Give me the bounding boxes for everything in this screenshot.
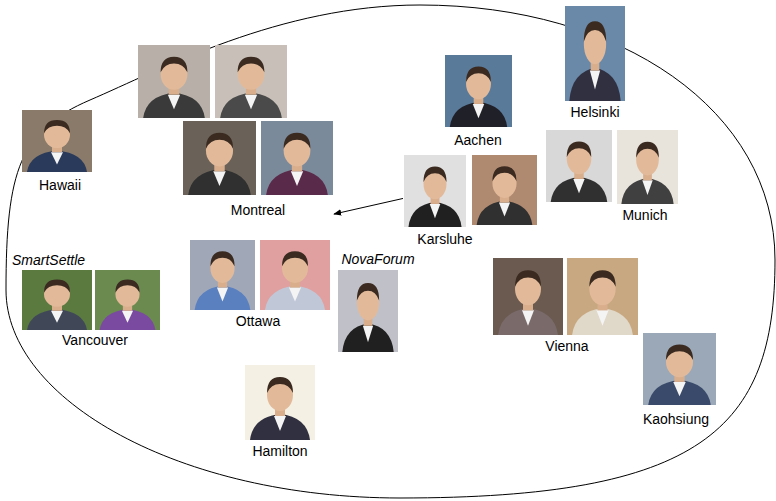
photo-ground [190, 240, 255, 310]
portrait [190, 240, 255, 310]
person-figure [477, 166, 533, 225]
product-name: SmartSettle [12, 252, 85, 268]
person-figure [143, 57, 205, 118]
person-figure [408, 167, 461, 227]
person-figure [188, 133, 251, 195]
city-group: Ottawa [189, 239, 332, 331]
person-figure [621, 142, 673, 204]
portrait [183, 121, 256, 195]
portrait [643, 333, 716, 405]
link-arrow [334, 198, 403, 214]
city-label: Vienna [545, 338, 588, 354]
city-label: Vancouver [62, 332, 128, 348]
city-label: Aachen [454, 132, 501, 148]
portrait [617, 130, 678, 204]
portrait [404, 155, 466, 227]
city-group: Kaohsiung [641, 332, 718, 430]
product-name: NovaForum [341, 251, 414, 267]
city-group: Hawaii [22, 110, 94, 196]
photo-ground [261, 121, 333, 195]
person-figure [569, 21, 620, 101]
city-label: Hamilton [252, 443, 307, 459]
photo-ground [260, 240, 330, 310]
portrait [22, 270, 92, 330]
person-figure [27, 280, 87, 330]
city-label: Karsluhe [417, 231, 472, 247]
person-figure [100, 280, 156, 330]
city-label: Kaohsiung [643, 411, 709, 427]
city-group: Vienna [492, 257, 640, 356]
city-label: Montreal [231, 202, 285, 218]
photo-ground [22, 270, 92, 330]
city-group: Hamilton [244, 364, 316, 461]
city-group: NovaForum [335, 248, 419, 354]
person-figure [220, 57, 282, 118]
city-group: Montreal [138, 45, 334, 220]
city-group: Karsluhe [403, 154, 539, 249]
person-figure [498, 270, 558, 335]
person-figure [27, 120, 87, 172]
portrait [22, 110, 92, 172]
photo-ground [245, 365, 315, 440]
city-group: Helsinki [563, 4, 627, 122]
portrait [245, 365, 315, 440]
photo-ground [567, 258, 638, 335]
photo-ground [404, 155, 466, 227]
photo-ground [183, 121, 256, 195]
portrait [261, 121, 333, 195]
portrait [138, 45, 210, 118]
photo-ground [338, 270, 398, 352]
photo-ground [565, 6, 625, 101]
city-label: Helsinki [570, 104, 619, 120]
person-figure [195, 251, 251, 310]
person-figure [265, 251, 325, 310]
photo-ground [493, 258, 563, 335]
portrait [565, 6, 625, 101]
person-figure [266, 133, 328, 195]
region-outline [6, 5, 775, 498]
portrait [338, 270, 398, 352]
city-label: Hawaii [39, 177, 81, 193]
person-figure [342, 283, 393, 352]
portrait [215, 45, 287, 118]
photo-ground [22, 110, 92, 172]
portrait [546, 130, 612, 202]
photo-ground [138, 45, 210, 118]
city-group: SmartSettleVancouver [10, 250, 162, 350]
photo-ground [472, 155, 537, 225]
portrait [260, 240, 330, 310]
portrait [472, 155, 537, 225]
person-figure [250, 377, 310, 440]
person-figure [450, 67, 507, 127]
photo-ground [445, 55, 512, 127]
photo-ground [215, 45, 287, 118]
photo-ground [617, 130, 678, 204]
photo-ground [95, 270, 160, 330]
portrait [445, 55, 512, 127]
city-label: Ottawa [236, 313, 280, 329]
city-label: Munich [622, 207, 667, 223]
portrait [567, 258, 638, 335]
portrait [95, 270, 160, 330]
photo-ground [643, 333, 716, 405]
city-group: Munich [545, 129, 680, 225]
city-group: Aachen [444, 54, 514, 150]
portrait [493, 258, 563, 335]
person-figure [551, 142, 608, 202]
photo-ground [546, 130, 612, 202]
person-figure [572, 270, 633, 335]
person-figure [648, 345, 711, 405]
